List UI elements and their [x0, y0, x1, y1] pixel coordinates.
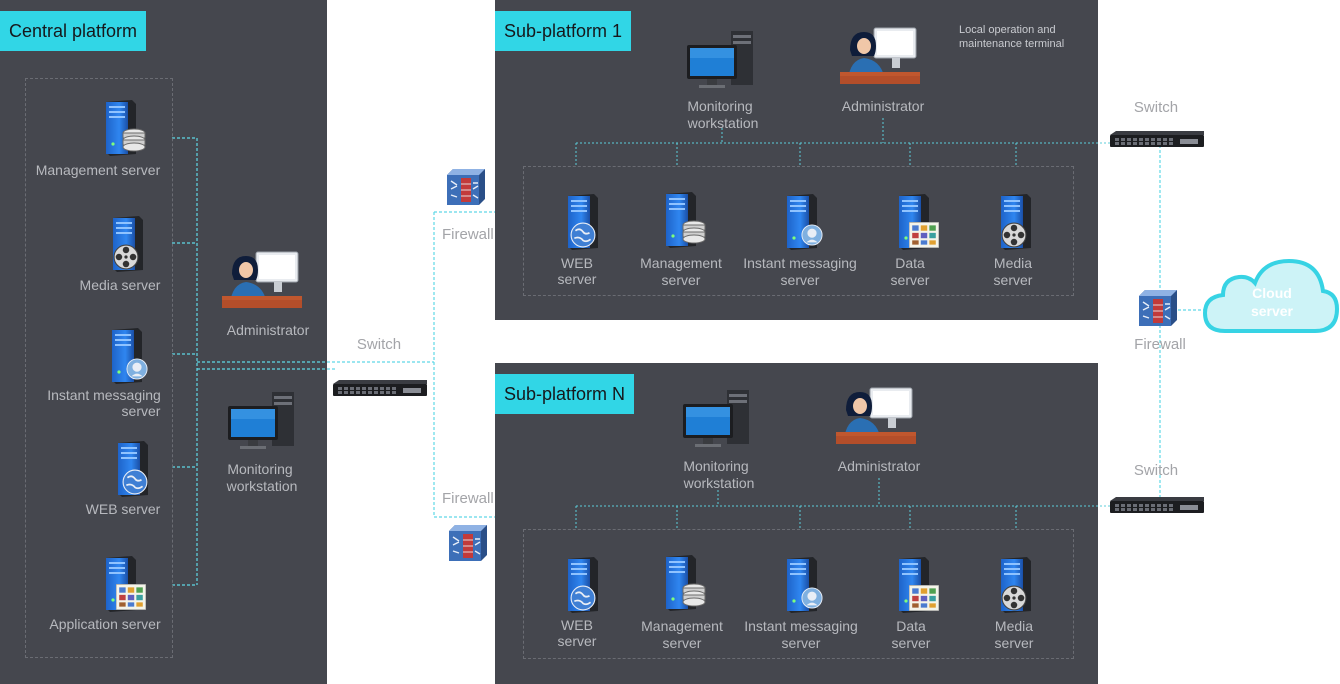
management-server-icon	[106, 100, 146, 156]
central-platform-panel	[0, 0, 327, 684]
sub1-note-line2: maintenance terminal	[959, 38, 1065, 50]
subn-workstation-label-line2: workstation	[683, 475, 755, 491]
management-server-icon	[666, 192, 706, 248]
right-switch-top-label: Switch	[1133, 99, 1179, 116]
central-management-server-label: Management server	[35, 162, 161, 178]
sub-platform-1-title: Sub-platform 1	[495, 11, 632, 51]
sub-platform-n-title: Sub-platform N	[495, 374, 635, 414]
sub1-administrator-label: Administrator	[841, 98, 925, 114]
sub1-media-label-line1: Media	[993, 255, 1033, 271]
administrator-icon	[222, 251, 302, 309]
sub1-workstation-label-line2: workstation	[687, 115, 759, 131]
data-server-icon	[899, 194, 939, 250]
firewall-top-label: Firewall	[442, 226, 494, 243]
sub1-note-line1: Local operation and	[959, 24, 1056, 36]
sub-platform-1-panel	[495, 0, 1098, 320]
right-firewall-icon	[1139, 290, 1177, 326]
sub1-switch-icon	[1110, 131, 1204, 147]
central-application-server-label: Application server	[49, 616, 161, 632]
sub1-management-label-line2: server	[661, 272, 701, 288]
sub1-web-label-line1: WEB	[561, 255, 593, 271]
instant-messaging-server-icon	[787, 194, 823, 250]
sub1-data-label-line1: Data	[895, 255, 925, 271]
subn-im-label-line2: server	[781, 635, 821, 651]
sub1-data-label-line2: server	[890, 272, 930, 288]
sub1-management-label-line1: Management	[640, 255, 722, 271]
central-switch-icon	[333, 380, 427, 396]
subn-im-label-line1: Instant messaging	[744, 618, 858, 634]
central-switch-label: Switch	[356, 336, 402, 353]
sub1-workstation-label-line1: Monitoring	[687, 98, 753, 114]
central-im-server-label-line1: Instant messaging	[47, 387, 161, 403]
administrator-icon	[836, 387, 916, 445]
subn-management-label-line2: server	[662, 635, 702, 651]
central-media-server-label: Media server	[79, 277, 161, 293]
subn-web-label-line1: WEB	[561, 617, 593, 633]
subn-administrator-label: Administrator	[837, 458, 921, 474]
central-workstation-label-line2: workstation	[226, 478, 298, 494]
web-server-icon	[118, 441, 148, 497]
central-web-server-label: WEB server	[85, 501, 161, 517]
sub1-servers-group	[523, 166, 1074, 296]
monitoring-workstation-icon	[228, 392, 294, 449]
firewall-bottom-icon	[449, 525, 487, 561]
cloud-server-label-line1: Cloud	[1252, 285, 1292, 301]
subn-servers-group	[523, 529, 1074, 659]
monitoring-workstation-icon	[683, 390, 749, 447]
subn-management-label-line1: Management	[641, 618, 723, 634]
central-im-server-label-line2: server	[121, 403, 161, 419]
sub1-im-label-line2: server	[780, 272, 820, 288]
web-server-icon	[568, 194, 598, 250]
subn-workstation-label-line1: Monitoring	[683, 458, 749, 474]
instant-messaging-server-icon	[112, 328, 148, 384]
firewall-bottom-label: Firewall	[442, 490, 494, 507]
central-servers-group	[25, 78, 173, 658]
application-server-icon	[106, 556, 146, 612]
management-server-icon	[666, 555, 706, 611]
central-workstation-label-line1: Monitoring	[227, 461, 293, 477]
cloud-server-label-line2: server	[1250, 303, 1294, 319]
subn-data-label-line1: Data	[896, 618, 926, 634]
subn-media-label-line2: server	[994, 635, 1034, 651]
sub1-im-label-line1: Instant messaging	[743, 255, 857, 271]
central-administrator-label: Administrator	[226, 322, 310, 338]
web-server-icon	[568, 557, 598, 613]
sub-platform-n-panel	[495, 363, 1098, 684]
instant-messaging-server-icon	[787, 557, 823, 613]
subn-switch-icon	[1110, 497, 1204, 513]
media-server-icon	[1001, 557, 1031, 613]
sub1-media-label-line2: server	[993, 272, 1033, 288]
data-server-icon	[899, 557, 939, 613]
firewall-top-icon	[447, 169, 485, 205]
right-firewall-label: Firewall	[1134, 336, 1186, 353]
cloud-icon	[1203, 258, 1339, 333]
subn-web-label-line2: server	[557, 633, 597, 649]
sub1-web-label-line2: server	[557, 271, 597, 287]
media-server-icon	[1001, 194, 1031, 250]
media-server-icon	[113, 216, 143, 272]
subn-data-label-line2: server	[891, 635, 931, 651]
subn-media-label-line1: Media	[994, 618, 1034, 634]
central-platform-title: Central platform	[0, 11, 147, 51]
administrator-icon	[840, 27, 920, 85]
right-switch-bottom-label: Switch	[1133, 462, 1179, 479]
monitoring-workstation-icon	[687, 31, 753, 88]
